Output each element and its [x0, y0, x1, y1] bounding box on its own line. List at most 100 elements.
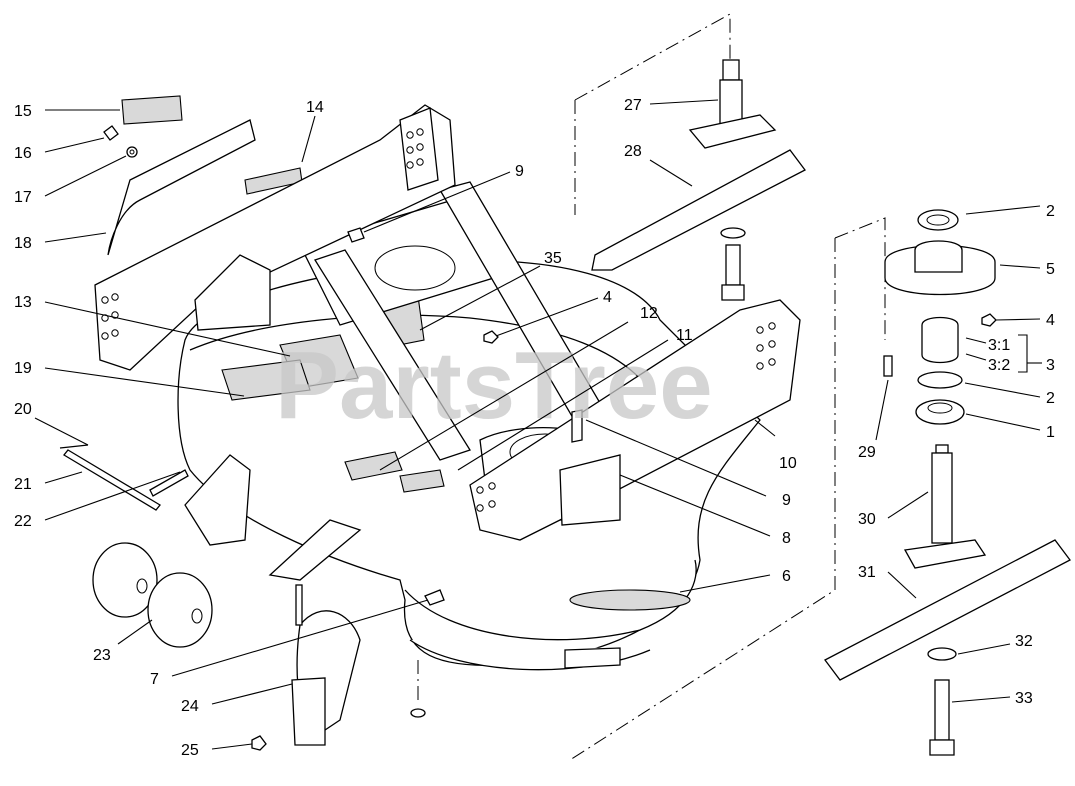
callout-19: 19: [14, 360, 32, 377]
callout-10: 10: [779, 455, 797, 472]
callout-32: 32: [1015, 633, 1033, 650]
callout-2-top: 2: [1046, 203, 1055, 220]
blade-28: [591, 149, 806, 271]
alignment-line-bottom: [569, 238, 836, 761]
callout-18: 18: [14, 235, 32, 252]
callout-5: 5: [1046, 261, 1055, 278]
callout-4-deck: 4: [603, 289, 612, 306]
callout-31: 31: [858, 564, 876, 581]
callout-12: 12: [640, 305, 658, 322]
callout-24: 24: [181, 698, 199, 715]
hanger-bracket-right: [469, 299, 801, 541]
callout-11: 11: [676, 327, 693, 344]
deflector-rod: [295, 584, 303, 626]
spindle-27-tip: [722, 59, 740, 81]
callout-33: 33: [1015, 690, 1033, 707]
right-spindle-assembly: [824, 209, 1071, 756]
bolt-7: [424, 589, 445, 606]
nut-4-right: [981, 313, 997, 327]
upper-spindle-assembly: [591, 59, 806, 301]
axle-21: [63, 449, 161, 511]
spindle-30-shaft: [931, 452, 953, 544]
wheel-23b: [147, 572, 213, 648]
housing-5-hub: [914, 240, 963, 273]
bolt-33-head: [929, 739, 955, 756]
callout-labels: 15 16 17 18 14 9 27 28 35 4 13 12 11 19 …: [14, 97, 1055, 759]
wing-nut-16: [103, 125, 119, 141]
callout-6: 6: [782, 568, 791, 585]
spindle-30-flange: [903, 539, 987, 569]
callout-17: 17: [14, 189, 32, 206]
callout-13: 13: [14, 294, 32, 311]
nut-25: [251, 735, 267, 751]
leader-lines: [34, 99, 1042, 750]
callout-27: 27: [624, 97, 642, 114]
callout-22: 22: [14, 513, 32, 530]
bolt-upper: [725, 244, 741, 286]
bracket-18: [107, 119, 256, 256]
callout-8: 8: [782, 530, 791, 547]
alignment-lines: [417, 13, 886, 761]
bracket-right-mount-8: [559, 454, 621, 526]
callout-16: 16: [14, 145, 32, 162]
bolt-29: [883, 355, 893, 377]
cross-bar-left: [314, 249, 471, 461]
plate-hole: [374, 245, 456, 291]
callout-30: 30: [858, 511, 876, 528]
callout-3: 3: [1046, 357, 1055, 374]
callout-3-2: 3:2: [988, 357, 1010, 374]
decal-11: [399, 469, 445, 493]
decal-15: [121, 95, 183, 125]
bracket-left-body: [94, 104, 456, 371]
bearing-3: [921, 316, 959, 364]
hardware: [103, 125, 583, 751]
washer-32: [927, 647, 957, 661]
spindle-30-tip: [935, 444, 949, 454]
callout-21: 21: [14, 476, 32, 493]
deck-skirt-front: [404, 559, 697, 641]
decals: [121, 95, 445, 493]
callout-9-lower: 9: [782, 492, 791, 509]
nut-4-deck: [483, 330, 499, 344]
watermark: PartsTree: [275, 332, 713, 439]
decal-12: [344, 451, 403, 481]
pin-20: [59, 444, 89, 449]
hanger-bracket-left: [94, 104, 456, 371]
wheel-23a: [92, 542, 158, 618]
washer-deck: [410, 708, 426, 718]
deck-stop: [268, 519, 362, 581]
callout-14: 14: [306, 99, 324, 116]
bolt-upper-head: [721, 284, 745, 301]
bracket-left-mount: [194, 254, 271, 331]
decal-19: [221, 359, 311, 401]
callout-28: 28: [624, 143, 642, 160]
bracket-right-body: [469, 299, 801, 541]
bearing-2-lower: [917, 371, 963, 389]
callout-9-upper: 9: [515, 163, 524, 180]
callout-29: 29: [858, 444, 876, 461]
callout-25: 25: [181, 742, 199, 759]
callout-20: 20: [14, 401, 32, 418]
clip-22: [149, 469, 189, 497]
deflector-24: [291, 584, 361, 746]
callout-7: 7: [150, 671, 159, 688]
bolt-33: [934, 679, 950, 741]
bolt-9-lower: [571, 409, 583, 443]
spindle-27-flange: [688, 114, 777, 149]
callout-4-right: 4: [1046, 312, 1055, 329]
callout-1: 1: [1046, 424, 1055, 441]
washer-upper: [720, 227, 746, 239]
callout-3-1: 3:1: [988, 337, 1010, 354]
wheel-bracket: [184, 454, 251, 546]
alignment-line-spindle: [574, 13, 731, 101]
blade-31: [824, 539, 1071, 681]
alignment-line-right: [834, 217, 886, 340]
callout-23: 23: [93, 647, 111, 664]
deck-slot: [564, 647, 621, 669]
callout-15: 15: [14, 103, 32, 120]
callout-35: 35: [544, 250, 562, 267]
baffle-6: [569, 589, 691, 611]
callout-2-lower: 2: [1046, 390, 1055, 407]
